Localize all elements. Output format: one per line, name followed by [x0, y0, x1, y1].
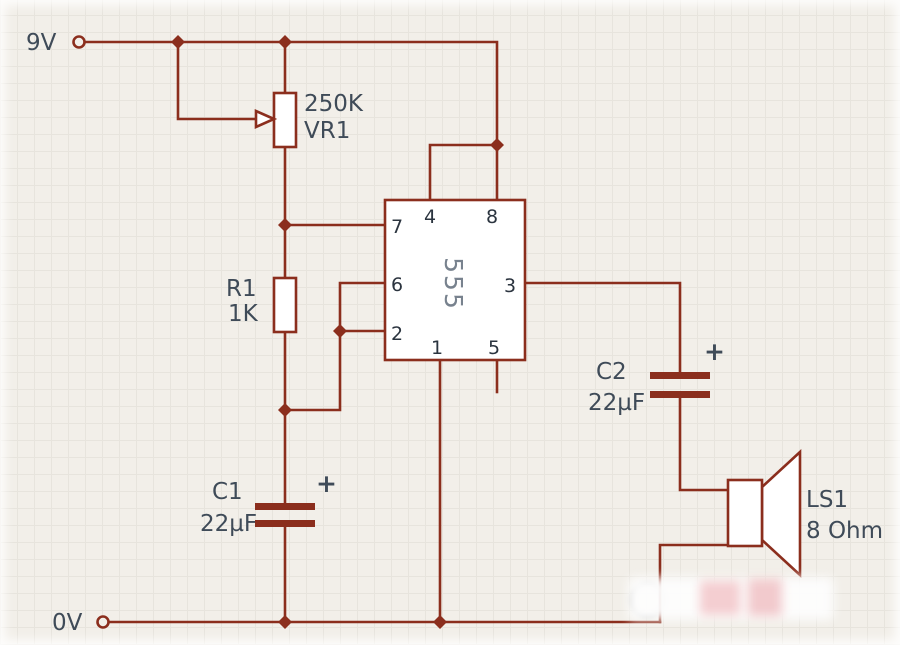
vr1-wiper-arrow-icon [254, 108, 278, 130]
junction-dot [171, 35, 185, 49]
ls1-ref-label: LS1 [806, 487, 848, 513]
speaker-driver-body [726, 478, 764, 548]
gnd-terminal [96, 615, 110, 629]
c1-value-label: 22µF [200, 511, 257, 537]
speaker-cone-icon [760, 449, 802, 578]
ic-part-number-label: 555 [439, 257, 468, 311]
wire-wiper-branch [176, 40, 258, 121]
junction-dot [278, 218, 292, 232]
wire-pin6-branch [283, 281, 387, 412]
ic-body [383, 198, 527, 362]
junction-dot [490, 138, 504, 152]
junction-dot [433, 615, 447, 629]
watermark-pink-patch [700, 581, 740, 615]
r1-ref-label: R1 [226, 276, 257, 302]
gnd-label: 0V [52, 610, 83, 636]
speaker-ls1: LS1 8 Ohm [726, 449, 883, 578]
potentiometer-vr1: 250K VR1 [254, 91, 364, 149]
ic-pin8-label: 8 [486, 206, 498, 228]
junction-dot [278, 35, 292, 49]
r1-value-label: 1K [228, 301, 259, 327]
resistor-r1: R1 1K [226, 276, 298, 334]
c2-polarity-sign: + [704, 337, 725, 366]
wires [84, 40, 730, 624]
ic-555-timer: 7 6 2 4 8 3 1 5 555 [383, 198, 527, 362]
vcc-terminal [72, 35, 86, 49]
ic-pin5-label: 5 [488, 337, 500, 359]
ic-pin6-label: 6 [391, 274, 403, 296]
watermark-blur [628, 577, 834, 620]
c2-bottom-plate [650, 391, 710, 398]
r1-body [272, 276, 298, 334]
junction-dot [278, 615, 292, 629]
c2-top-plate [650, 372, 710, 379]
junction-dot [278, 403, 292, 417]
vr1-body [272, 91, 298, 149]
c1-ref-label: C1 [212, 479, 243, 505]
wire-c2-to-speaker [678, 396, 730, 492]
c2-value-label: 22µF [588, 390, 645, 416]
wire-pin4-to-rail [428, 143, 499, 202]
ic-pin4-label: 4 [424, 206, 436, 228]
c2-ref-label: C2 [596, 359, 627, 385]
wire-pin3-to-c2 [523, 281, 682, 374]
c1-bottom-plate [255, 520, 315, 527]
ls1-value-label: 8 Ohm [806, 518, 883, 544]
capacitor-c1: + C1 22µF [200, 469, 337, 537]
vr1-ref-label: VR1 [304, 118, 350, 144]
vr1-value-label: 250K [304, 91, 364, 117]
c1-polarity-sign: + [316, 469, 337, 498]
vcc-label: 9V [26, 30, 57, 56]
capacitor-c2: + C2 22µF [588, 337, 725, 416]
ic-pin2-label: 2 [391, 323, 403, 345]
ic-pin3-label: 3 [504, 275, 516, 297]
junction-dot [333, 324, 347, 338]
c1-top-plate [255, 503, 315, 510]
watermark-pink-patch [748, 579, 782, 616]
ic-pin1-label: 1 [431, 337, 443, 359]
junction-dots [171, 35, 504, 629]
ic-pin7-label: 7 [391, 216, 403, 238]
